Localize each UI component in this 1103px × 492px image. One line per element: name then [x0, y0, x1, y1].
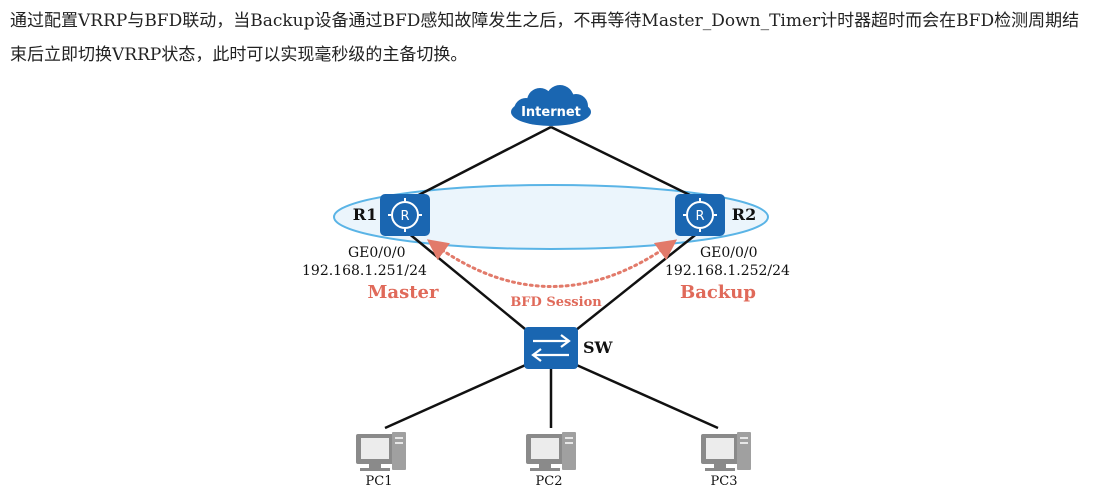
r1-label: R1: [353, 205, 377, 224]
r1-ip: 192.168.1.251/24: [302, 263, 427, 279]
router-icon: R: [380, 194, 430, 236]
bfd-session-curve: [426, 239, 678, 288]
r1-role: Master: [368, 282, 439, 303]
link-internet-r1: [406, 125, 552, 203]
router-icon: R: [675, 194, 725, 236]
r2-role: Backup: [680, 282, 756, 303]
r2-interface: GE0/0/0: [700, 245, 758, 261]
pc1-label: PC1: [366, 474, 393, 489]
link-sw-pc1: [384, 361, 531, 430]
bfd-session-label: BFD Session: [510, 295, 602, 310]
pc-icon: [356, 432, 406, 471]
pc-icon: [526, 432, 576, 471]
pc2-label: PC2: [536, 474, 563, 489]
pc3-label: PC3: [711, 474, 738, 489]
sw-label: SW: [583, 338, 614, 357]
r2-label: R2: [732, 205, 756, 224]
pc-icon: [701, 432, 751, 471]
internet-label: Internet: [521, 105, 581, 120]
svg-text:R: R: [695, 209, 704, 224]
r1-interface: GE0/0/0: [348, 245, 406, 261]
svg-text:R: R: [400, 209, 409, 224]
intro-paragraph: 通过配置VRRP与BFD联动，当Backup设备通过BFD感知故障发生之后，不再…: [10, 11, 1080, 65]
r2-ip: 192.168.1.252/24: [665, 263, 790, 279]
cloud-icon: [511, 85, 591, 126]
switch-icon: [524, 327, 578, 369]
link-internet-r2: [550, 125, 703, 203]
link-sw-pc3: [571, 361, 719, 430]
